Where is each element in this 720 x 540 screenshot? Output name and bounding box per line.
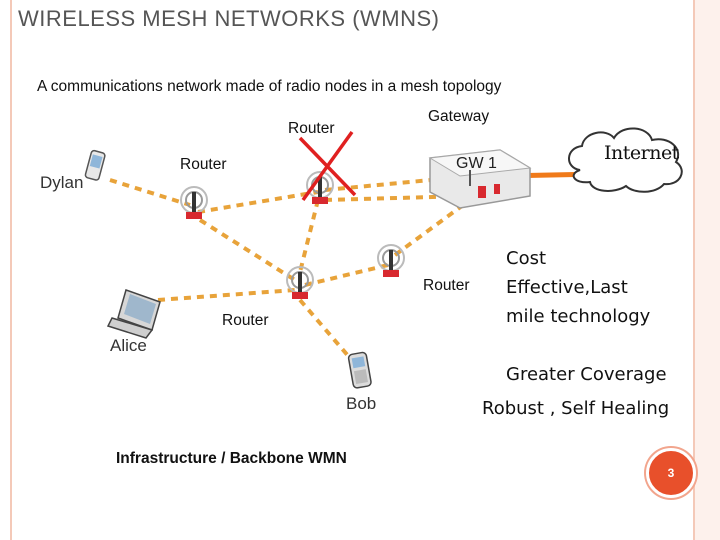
link-router-left-router-center (198, 218, 300, 284)
gateway-box-label: GW 1 (456, 155, 497, 172)
failed-link-cross-icon (298, 130, 357, 202)
cost-note-line1: Cost (506, 248, 547, 269)
right-accent-band (695, 0, 720, 540)
link-router-right-gateway (393, 198, 472, 257)
cost-note-line3: mile technology (506, 306, 651, 327)
link-router-center-router-right (304, 263, 389, 287)
router-center (286, 266, 314, 299)
link-router-left-router-top (197, 190, 319, 214)
router-top-label: Router (288, 120, 335, 137)
router-bottom-label: Router (222, 312, 269, 329)
slide-subtitle: A communications network made of radio n… (37, 78, 502, 95)
cost-note-line2: Effective,Last (506, 277, 628, 298)
right-accent-rule (693, 0, 695, 540)
link-dylan-router-left (109, 178, 191, 207)
internet-label: Internet (604, 142, 679, 164)
diagram-caption: Infrastructure / Backbone WMN (116, 450, 347, 467)
gateway-label: Gateway (428, 108, 490, 125)
bob-phone-icon (347, 351, 372, 389)
alice-laptop-icon (106, 289, 161, 339)
link-alice-router-center (157, 288, 296, 302)
gateway-box-icon (428, 149, 532, 209)
cost-note: Cost Effective,Last mile technology (506, 244, 650, 331)
router-left (180, 186, 208, 219)
link-router-center-bob (298, 298, 352, 360)
router-right (377, 244, 405, 277)
left-accent-rule (10, 0, 12, 540)
alice-label: Alice (110, 336, 147, 355)
dylan-label: Dylan (40, 173, 84, 192)
robust-note: Robust , Self Healing (482, 398, 670, 419)
link-router-top-router-center (298, 199, 320, 273)
router-left-label: Router (180, 156, 227, 173)
slide-title: WIRELESS MESH NETWORKS (WMNS) (18, 6, 440, 31)
bob-label: Bob (346, 394, 377, 413)
router-right-label: Router (423, 277, 470, 294)
coverage-note: Greater Coverage (506, 364, 667, 385)
dylan-phone-icon (84, 149, 106, 181)
internet-cloud-icon (568, 127, 683, 193)
page-number-badge: 3 (646, 448, 696, 498)
mesh-links (109, 176, 472, 360)
